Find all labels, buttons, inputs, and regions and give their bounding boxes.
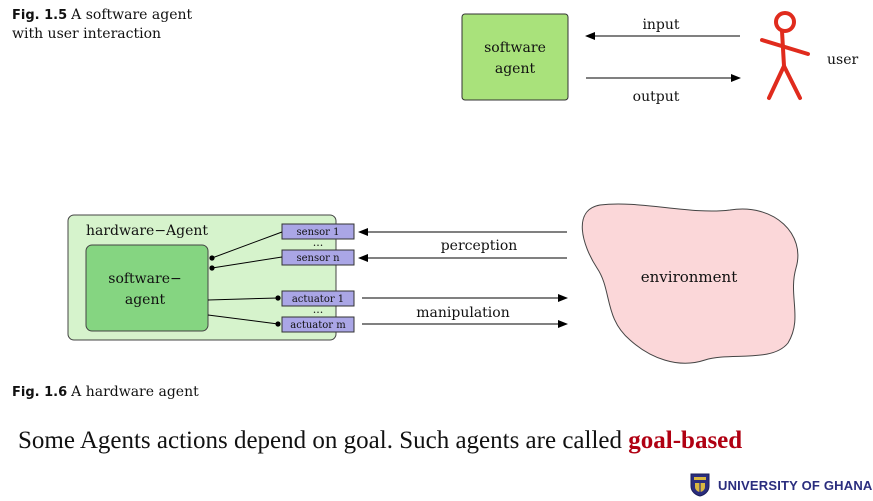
fig15-caption-line2: with user interaction	[12, 26, 162, 42]
sensor-1-label: sensor 1	[297, 227, 340, 238]
sensor-n-to-software-line	[209, 256, 283, 271]
body-text: Some Agents actions depend on goal. Such…	[18, 424, 848, 457]
fig16-label: Fig. 1.6	[12, 385, 68, 400]
fig16-caption-text: A hardware agent	[71, 384, 199, 400]
input-label: input	[642, 17, 679, 33]
sensor-n-label: sensor n	[296, 253, 340, 264]
fig15-caption-line1: A software agent	[71, 7, 193, 23]
footer-brand: UNIVERSITY OF GHANA	[690, 471, 873, 499]
hardware-agent-label: hardware−Agent	[86, 223, 208, 239]
environment-blob	[581, 203, 799, 364]
sensor-1-box	[281, 223, 355, 240]
perception-label: perception	[441, 238, 518, 254]
actuator-dots: ...	[313, 303, 324, 316]
user-label: user	[827, 52, 858, 68]
output-label: output	[633, 89, 680, 105]
software-to-actuator-m-line	[207, 314, 281, 327]
software-agent-box-line1: software	[484, 40, 546, 56]
body-text-highlight: goal-based	[628, 427, 743, 454]
software-agent-inner-line1: software−	[108, 271, 181, 287]
software-agent-box-line2: agent	[495, 61, 536, 77]
actuator-1-box	[281, 290, 355, 307]
software-agent-inner-line2: agent	[125, 292, 166, 308]
university-name: UNIVERSITY OF GHANA	[718, 477, 873, 493]
body-text-main: Some Agents actions depend on goal. Such…	[18, 427, 629, 454]
sensor-1-to-software-line	[209, 231, 283, 261]
actuator-m-box	[281, 316, 355, 333]
software-to-actuator-1-line	[207, 295, 281, 301]
fig15-label: Fig. 1.5	[12, 8, 68, 23]
user-stick-figure-icon	[760, 11, 810, 100]
actuator-m-label: actuator m	[290, 320, 346, 331]
manipulation-label: manipulation	[416, 305, 509, 321]
environment-label: environment	[641, 268, 737, 286]
software-agent-box	[461, 13, 569, 101]
university-crest-icon	[690, 473, 710, 497]
software-agent-inner-box	[85, 244, 209, 332]
sensor-dots: ...	[313, 236, 324, 249]
actuator-1-label: actuator 1	[292, 294, 344, 305]
